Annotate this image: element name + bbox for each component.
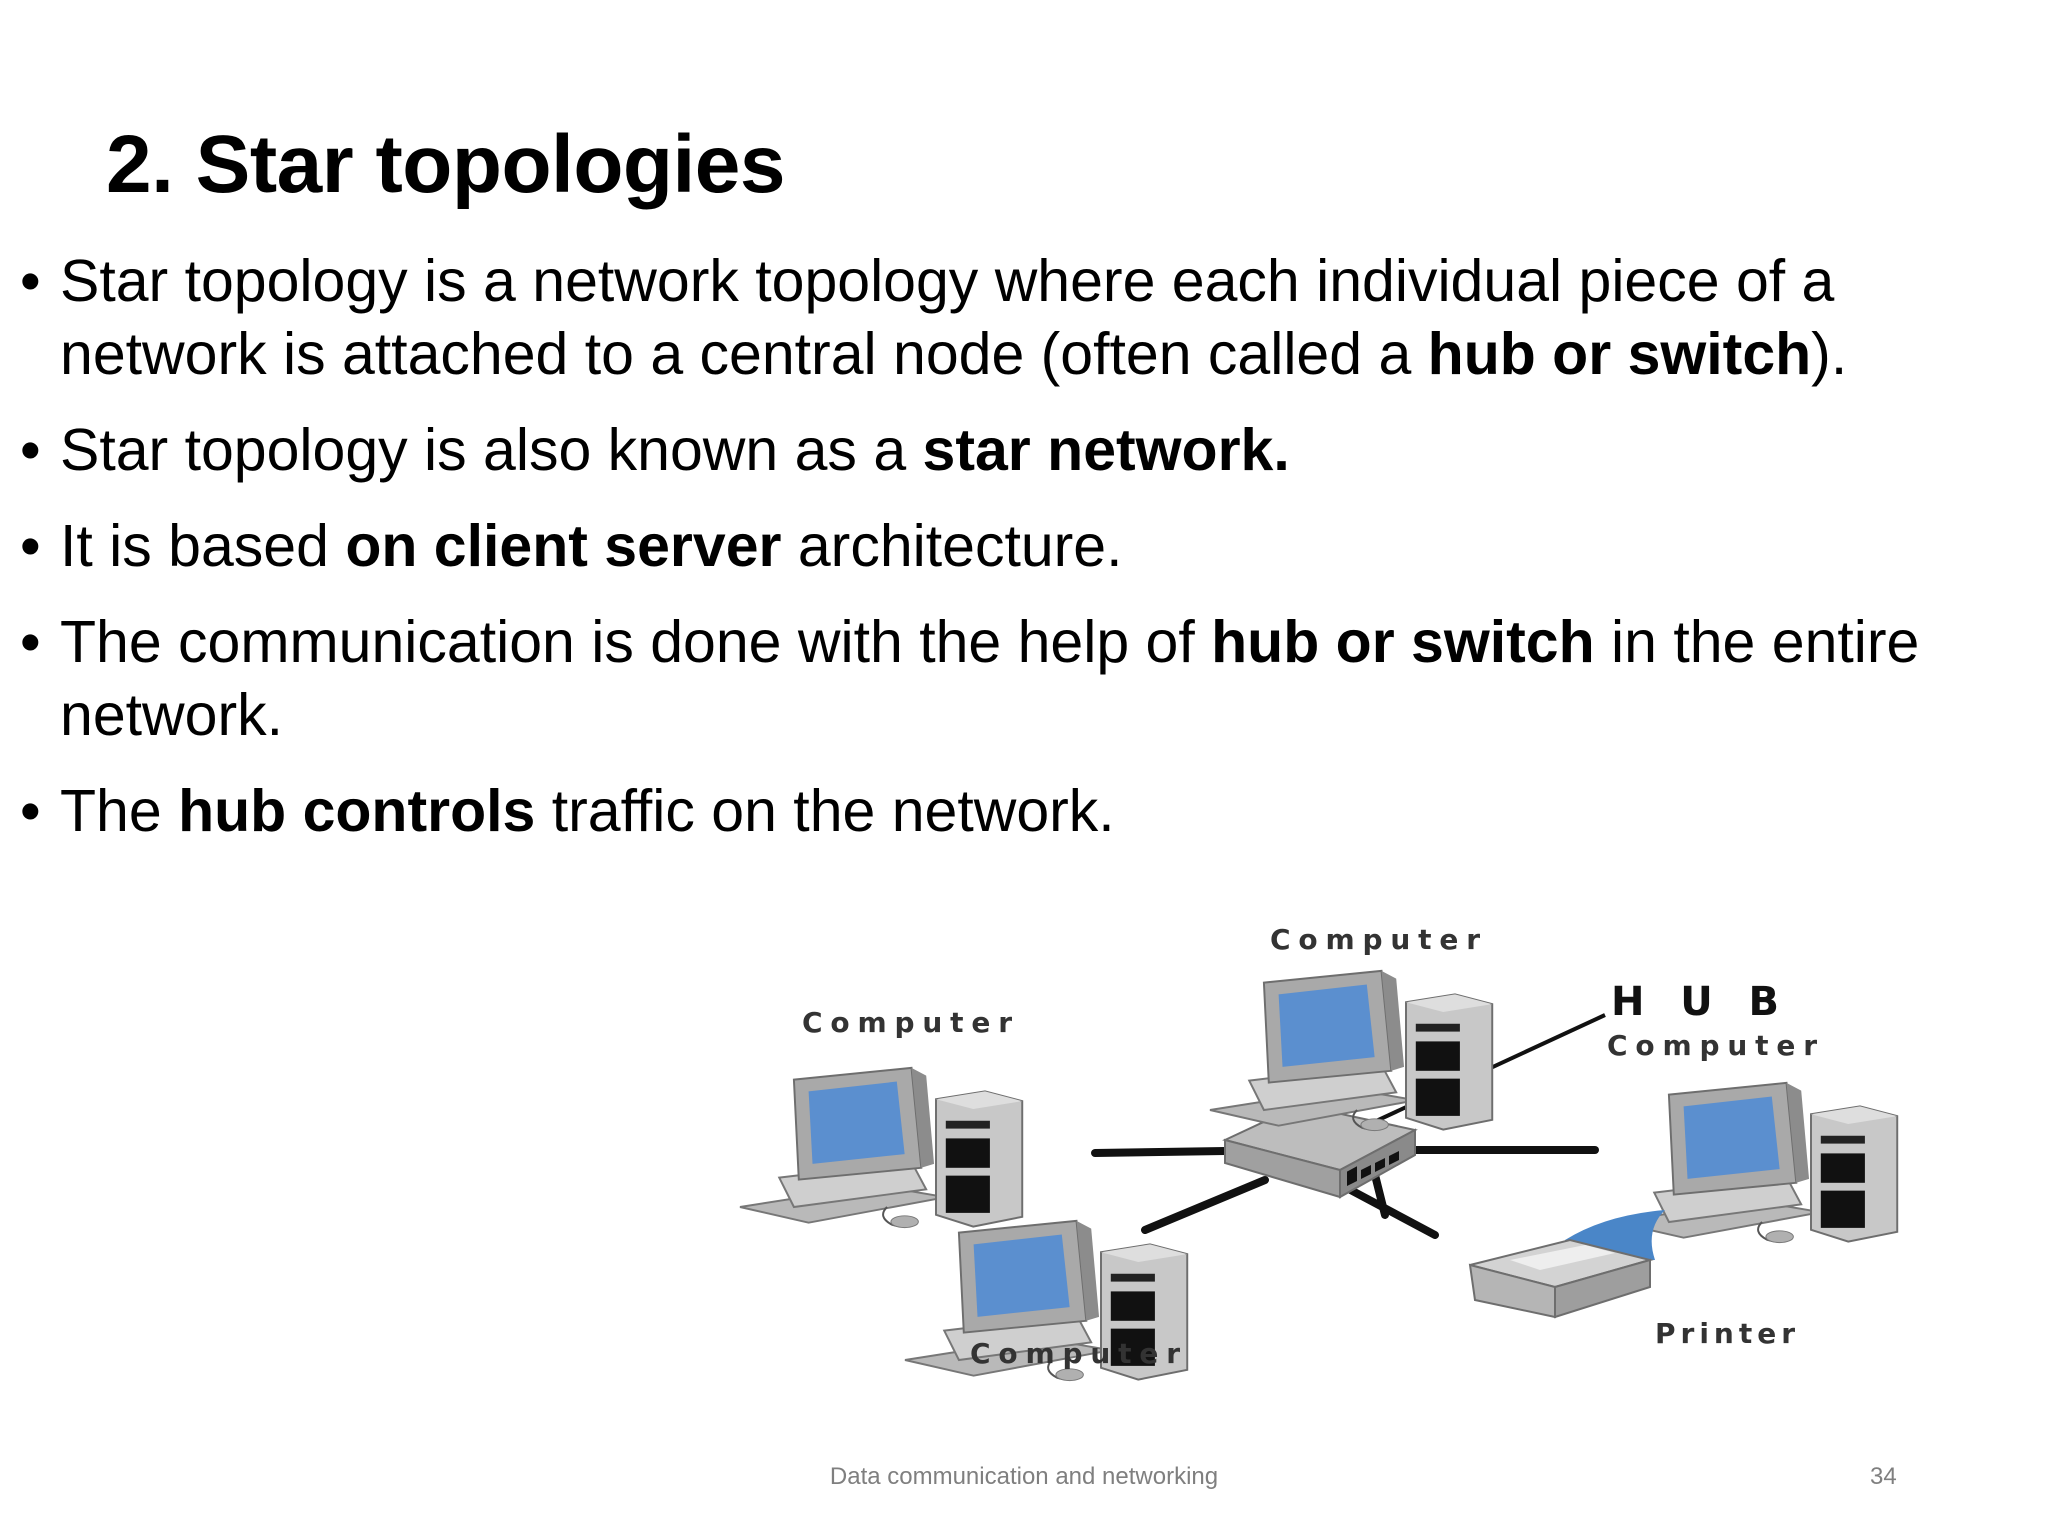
bullet-text: Star topology is also known as a <box>60 417 923 483</box>
label-computer-left: Computer <box>802 1006 1012 1039</box>
bullet-item: • Star topology is also known as a star n… <box>20 414 2010 487</box>
bullet-bold-text: hub or switch <box>1211 609 1595 675</box>
bullet-dot: • <box>20 609 41 675</box>
bullet-text: ). <box>1811 321 1848 387</box>
bullet-dot: • <box>20 513 41 579</box>
label-computer-bottom: Computer <box>970 1337 1180 1370</box>
bullet-item: • The hub controls traffic on the network… <box>20 775 2010 848</box>
bullet-bold-text: hub controls <box>178 778 536 844</box>
bullet-list: • Star topology is a network topology whe… <box>20 245 2010 871</box>
bullet-bold-text: star network. <box>922 417 1290 483</box>
bullet-item: • Star topology is a network topology whe… <box>20 245 2010 391</box>
bullet-item: • It is based on client server architectu… <box>20 510 2010 583</box>
bullet-dot: • <box>20 248 41 314</box>
bullet-bold-text: hub or switch <box>1427 321 1812 387</box>
bullet-text: Star topology is a network topology wher… <box>60 248 1835 387</box>
star-topology-diagram: Computer Computer HUB Computer Computer … <box>739 923 1899 1382</box>
label-hub: HUB <box>1611 979 1779 1025</box>
label-printer: Printer <box>1655 1317 1795 1350</box>
computer-left <box>739 1066 1024 1229</box>
bullet-text: in the entire network. <box>60 609 1920 748</box>
bullet-text: traffic on the network. <box>535 778 1115 844</box>
printer-device <box>1468 1210 1665 1319</box>
bullet-dot: • <box>20 417 41 483</box>
bullet-text: It is based <box>60 513 346 579</box>
bullet-text: The <box>60 778 179 844</box>
footer-text: Data communication and networking <box>829 1463 1219 1490</box>
bullet-text: architecture. <box>781 513 1123 579</box>
label-computer-top: Computer <box>1270 923 1480 956</box>
page-number: 34 <box>1870 1463 1897 1490</box>
label-computer-right: Computer <box>1607 1029 1817 1062</box>
bullet-text: The communication is done with the help … <box>60 609 1212 675</box>
bullet-dot: • <box>20 778 41 844</box>
computer-top <box>1209 969 1494 1132</box>
slide-title: 2. Star topologies <box>106 119 786 210</box>
bullet-item: • The communication is done with the help… <box>20 606 2010 752</box>
bullet-bold-text: on client server <box>345 513 782 579</box>
